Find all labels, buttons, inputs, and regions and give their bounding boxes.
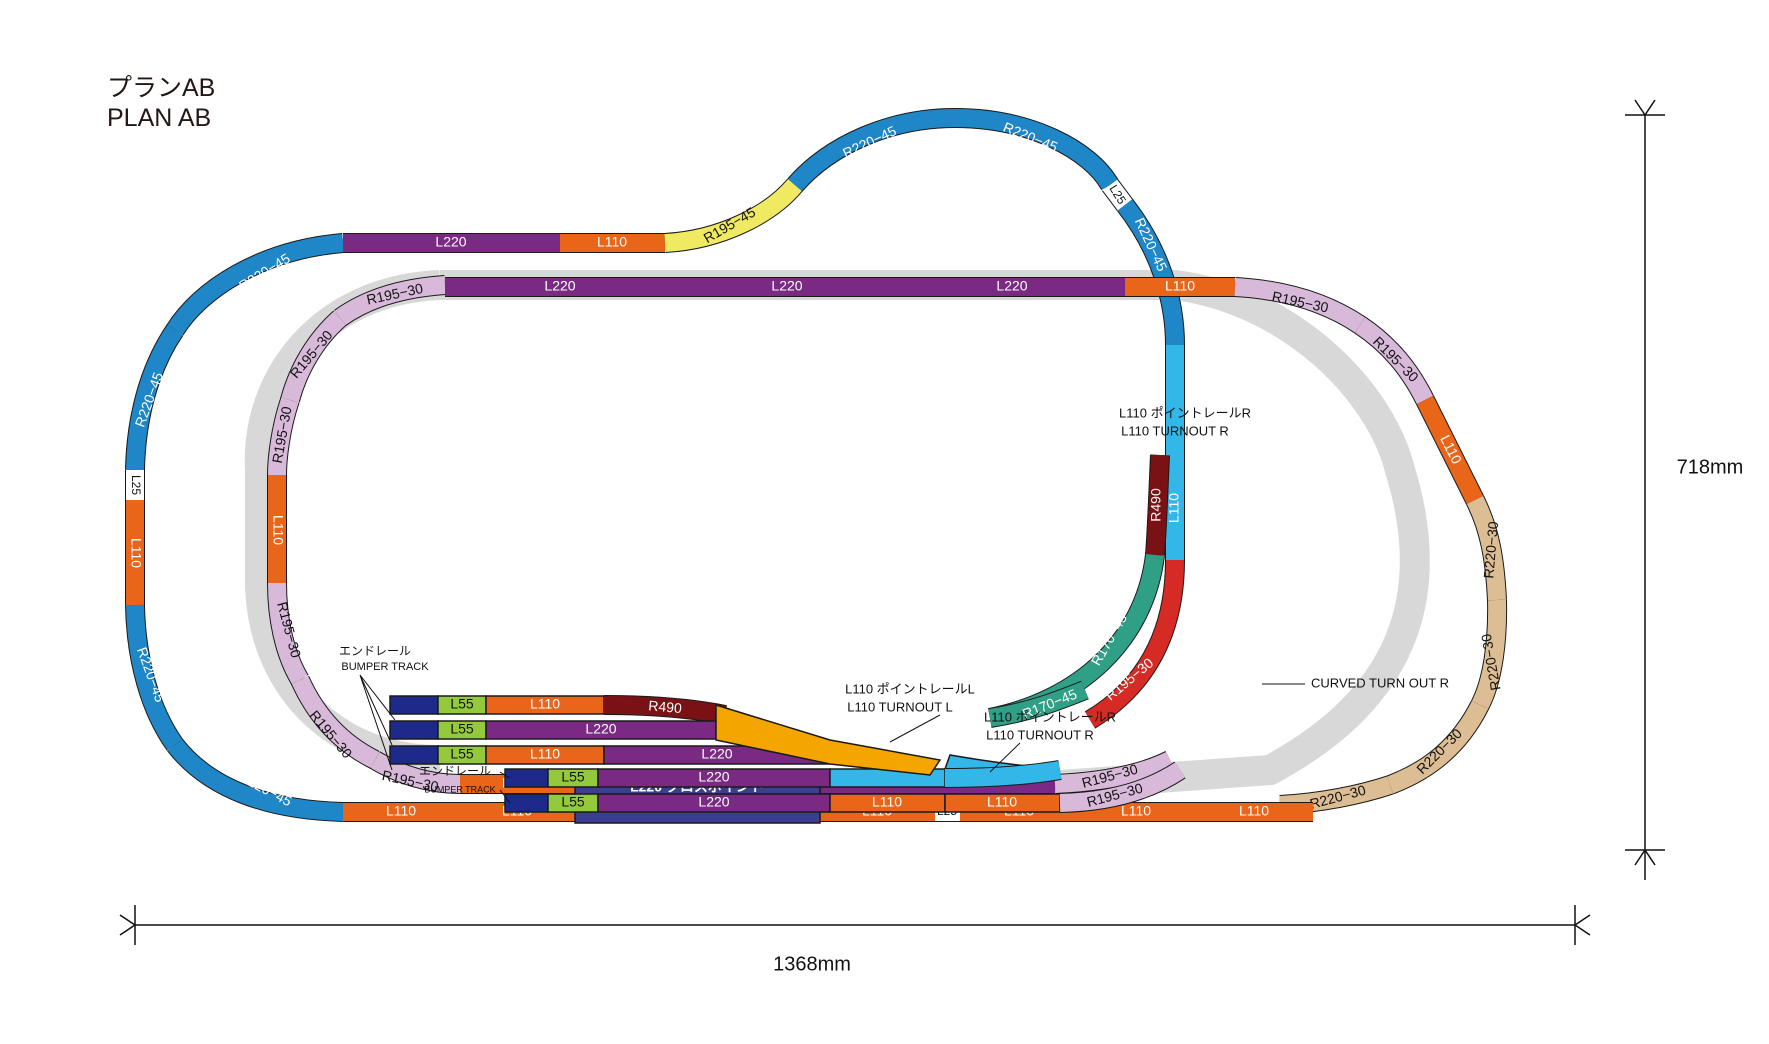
label-r220-30-r1: R220−30: [1480, 520, 1501, 579]
track-r195-30-inner-tl3: [267, 396, 300, 476]
label-l55-4: L55: [561, 769, 585, 785]
note-turnout-r-yard-en: L110 TURNOUT R: [986, 727, 1094, 742]
track-r220-30-right-1: [1465, 495, 1507, 601]
track-r220-45-top-1: [787, 108, 956, 192]
label-l220-inner-1: L220: [544, 278, 575, 294]
track-r220-45-outer-2: [125, 324, 184, 471]
label-l110-b6: L110: [1239, 803, 1269, 819]
label-l110-inner-left: L110: [270, 515, 286, 545]
track-r195-30-row7: [1054, 750, 1175, 794]
note-turnout-l-jp: L110 ポイントレールL: [845, 681, 975, 696]
bumper-track-5: [504, 793, 549, 813]
note-turnout-r-en: L110 TURNOUT R: [1121, 423, 1229, 438]
label-l110-b5: L110: [1121, 803, 1151, 819]
annotations: L110 ポイントレールR L110 TURNOUT R L110 ポイントレールL…: [339, 405, 1449, 804]
track-r195-30-inner-bl2: [290, 675, 380, 769]
bumper-track-3: [389, 745, 439, 765]
bumper-track-1: [389, 695, 439, 715]
label-l55-2: L55: [450, 721, 474, 737]
label-l220-s2: L220: [585, 721, 616, 737]
track-r195-30-inner-tl2: [280, 310, 347, 403]
track-r170-45-b: [988, 680, 1089, 728]
label-r490-siding: R490: [648, 697, 683, 716]
track-r220-30-right-3: [1386, 700, 1489, 795]
track-l110-inner-diag: [1416, 395, 1484, 505]
note-curved-turnout: CURVED TURN OUT R: [1311, 675, 1449, 690]
plan-title-en: PLAN AB: [107, 104, 212, 132]
bumper-track-2: [389, 720, 439, 740]
note-bumper-jp-1: エンドレール: [339, 644, 411, 658]
track-r195-30-row5: [1059, 761, 1186, 813]
label-l110-right-col: L110: [1166, 493, 1182, 523]
label-l55-5: L55: [561, 794, 585, 810]
label-r195-30-tr2: R195−30: [1370, 333, 1422, 385]
height-label: 718mm: [1677, 456, 1744, 478]
track-r220-30-right-2: [1470, 599, 1508, 710]
label-l220-s3: L220: [701, 746, 732, 762]
track-r195-30-inner-bl1: [267, 582, 309, 686]
track-r490-right: [1145, 454, 1170, 556]
width-arrows: [119, 914, 1591, 936]
leader-bumper-2: [499, 771, 511, 804]
note-turnout-r-yard-jp: L110 ポイントレールR: [984, 709, 1116, 724]
label-l110-outer-left: L110: [128, 538, 144, 568]
label-l110-s3: L110: [530, 746, 560, 762]
track-r220-45-outer-4: [167, 738, 344, 822]
label-l110-s5a: L110: [872, 794, 902, 810]
note-turnout-r-jp: L110 ポイントレールR: [1119, 405, 1251, 420]
track-turnout-l: [715, 703, 942, 776]
label-l220-s5: L220: [698, 794, 729, 810]
note-turnout-l-en: L110 TURNOUT L: [847, 699, 953, 714]
note-bumper-en-1: BUMPER TRACK: [341, 661, 429, 673]
label-l55-3: L55: [450, 746, 474, 762]
label-l110-inner-top: L110: [1165, 278, 1195, 294]
width-label: 1368mm: [773, 953, 851, 975]
track-r195-30-inner-tl1: [334, 275, 446, 327]
bumper-track-4: [504, 768, 549, 788]
label-l55-1: L55: [450, 696, 474, 712]
label-l220-inner-3: L220: [996, 278, 1027, 294]
note-bumper-en-2: BUMPER TRACK: [424, 784, 495, 794]
label-l110-top-outer: L110: [597, 234, 627, 250]
dimension-lines: 1368mm 718mm: [119, 99, 1744, 975]
track-curved-turnout-r: [1084, 559, 1185, 729]
plan-title-jp: プランAB: [107, 74, 216, 102]
label-r490-right: R490: [1148, 488, 1164, 522]
height-arrows: [1634, 99, 1656, 866]
label-l220-s4: L220: [698, 769, 729, 785]
leader-turnout-l: [889, 714, 941, 743]
track-r195-45-yellow: [664, 178, 803, 253]
note-bumper-jp-2: エンドレール: [419, 764, 491, 778]
track-r220-45-top-2: [954, 108, 1119, 191]
label-l110-s1: L110: [530, 696, 560, 712]
label-l110-s5b: L110: [987, 794, 1017, 810]
label-l220-top-outer: L220: [435, 234, 466, 250]
label-l110-b1: L110: [386, 803, 416, 819]
leader-turnout-r-yard: [989, 742, 1021, 773]
leader-bumper-1: [359, 674, 396, 771]
label-l220-inner-2: L220: [771, 278, 802, 294]
track-turnout-r-yard-curve: [944, 760, 1062, 788]
track-r220-45-outer-1: [166, 233, 344, 336]
label-l25-left: L25: [129, 475, 143, 495]
track-r220-45-outer-3: [125, 604, 184, 751]
track-r195-30-inner-bl3: [369, 751, 461, 794]
track-l25-top-right: [1102, 179, 1133, 211]
track-r220-45-top-3: [1117, 198, 1185, 346]
track-r195-30-inner-tr2: [1354, 316, 1434, 405]
track-r195-30-inner-tr1: [1234, 277, 1366, 334]
